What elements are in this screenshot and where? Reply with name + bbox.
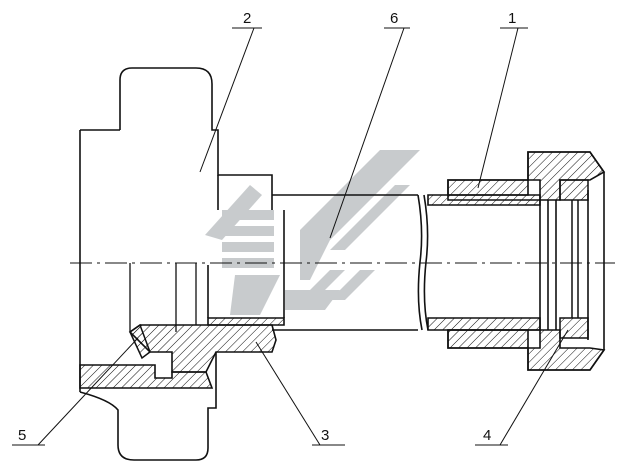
callout-3: 3 [321, 427, 329, 444]
callout-5: 5 [18, 427, 26, 444]
part-6-tube [272, 194, 429, 331]
callout-2: 2 [243, 10, 251, 27]
callout-4: 4 [483, 427, 491, 444]
part-2-body [79, 67, 273, 461]
part-1-fitting [427, 151, 606, 371]
part-5-seal [129, 323, 151, 360]
leader-lines [12, 27, 569, 446]
body-inner-lines [129, 263, 197, 332]
callout-6: 6 [390, 10, 398, 27]
callout-1: 1 [508, 10, 516, 27]
part-3-sleeve [79, 317, 285, 389]
part-4-gasket [559, 179, 589, 339]
